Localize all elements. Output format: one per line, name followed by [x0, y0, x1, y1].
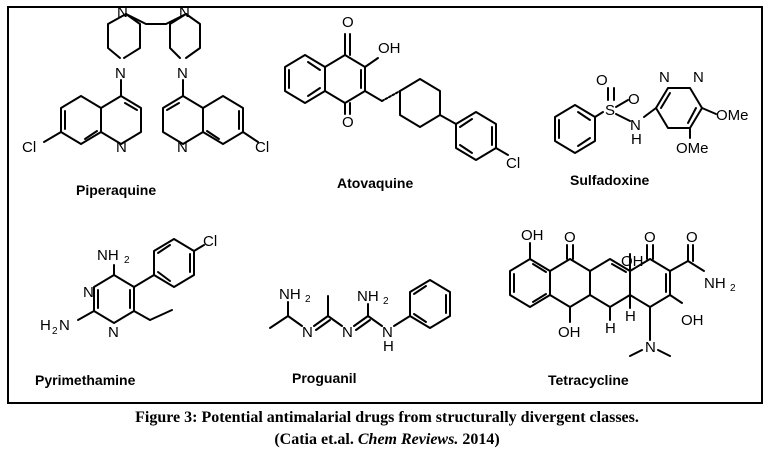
- pyrimethamine-cl: Cl: [203, 233, 217, 250]
- proguanil-n-2: N: [342, 324, 353, 341]
- pyrimethamine-label: Pyrimethamine: [35, 372, 136, 388]
- citation-prefix: (Catia et.al.: [274, 431, 358, 448]
- sulfadoxine-n-3: N: [693, 69, 704, 86]
- proguanil-label: Proguanil: [292, 370, 357, 386]
- figure-caption: Figure 3: Potential antimalarial drugs f…: [135, 409, 639, 426]
- tetracycline-h-2: H: [625, 308, 636, 325]
- atovaquone-cl: Cl: [506, 155, 520, 172]
- tetracycline-oh-4: OH: [558, 324, 581, 341]
- atovaquone-o-bottom: O: [342, 114, 354, 131]
- atovaquone-oh: OH: [378, 40, 401, 57]
- figure-frame: [7, 6, 763, 404]
- proguanil-nh2-2: NH: [357, 288, 379, 305]
- sulfadoxine-n-1: N: [630, 117, 641, 134]
- tetracycline-oh-3: OH: [681, 312, 704, 329]
- tetracycline-structure: [509, 242, 705, 357]
- figure-citation: (Catia et.al. Chem Reviews. 2014): [0, 431, 774, 449]
- proguanil-n-3: N: [382, 324, 393, 341]
- pyrimethamine-structure: [77, 238, 205, 324]
- pyrimethamine-sub2-top: 2: [124, 255, 130, 266]
- citation-year: 2014): [458, 431, 500, 448]
- proguanil-nh2-1: NH: [279, 286, 301, 303]
- piperaquine-n-3: N: [115, 65, 126, 82]
- piperaquine-cl-2: Cl: [255, 139, 269, 156]
- pyrimethamine-n-2: N: [108, 324, 119, 341]
- pyrimethamine-n-1: N: [83, 284, 94, 301]
- sulfadoxine-label: Sulfadoxine: [570, 172, 650, 188]
- atovaquone-structure: [284, 33, 509, 161]
- tetracycline-label: Tetracycline: [548, 372, 629, 388]
- atovaquone-o-top: O: [342, 14, 354, 31]
- tetracycline-o-2: O: [644, 229, 656, 246]
- pyrimethamine-sub2-left: 2: [52, 326, 58, 337]
- sulfadoxine-ome-2: OMe: [676, 140, 709, 157]
- pyrimethamine-h2n-n: N: [59, 317, 70, 334]
- tetracycline-h-1: H: [605, 320, 616, 337]
- piperaquine-n-2: N: [179, 4, 190, 21]
- proguanil-sub2-2: 2: [383, 296, 389, 307]
- sulfadoxine-o-right: O: [628, 91, 640, 108]
- sulfadoxine-o-top: O: [596, 72, 608, 89]
- tetracycline-sub2: 2: [730, 283, 736, 294]
- piperaquine-cl-1: Cl: [22, 139, 36, 156]
- sulfadoxine-s: S: [605, 102, 615, 119]
- tetracycline-o-3: O: [686, 229, 698, 246]
- citation-journal: Chem Reviews.: [357, 431, 459, 448]
- sulfadoxine-structure: [554, 87, 717, 154]
- piperaquine-label: Piperaquine: [76, 182, 156, 198]
- sulfadoxine-ome-1: OMe: [716, 107, 749, 124]
- proguanil-nh-h: H: [383, 338, 394, 355]
- pyrimethamine-nh2-top: NH: [97, 247, 119, 264]
- sulfadoxine-n-2: N: [659, 69, 670, 86]
- tetracycline-n: N: [645, 339, 656, 356]
- piperaquine-n-4: N: [177, 65, 188, 82]
- piperaquine-structure: [43, 13, 259, 145]
- tetracycline-o-1: O: [564, 229, 576, 246]
- pyrimethamine-h2n-h: H: [40, 317, 51, 334]
- tetracycline-nh2: NH: [704, 275, 726, 292]
- sulfadoxine-nh-h: H: [631, 131, 642, 148]
- piperaquine-n-6: N: [177, 139, 188, 156]
- tetracycline-oh-2: OH: [621, 253, 644, 270]
- proguanil-sub2-1: 2: [305, 294, 311, 305]
- proguanil-structure: [269, 279, 451, 331]
- tetracycline-oh-1: OH: [521, 227, 544, 244]
- piperaquine-n-1: N: [117, 4, 128, 21]
- atovaquone-label: Atovaquine: [337, 175, 413, 191]
- proguanil-n-1: N: [302, 324, 313, 341]
- piperaquine-n-5: N: [116, 139, 127, 156]
